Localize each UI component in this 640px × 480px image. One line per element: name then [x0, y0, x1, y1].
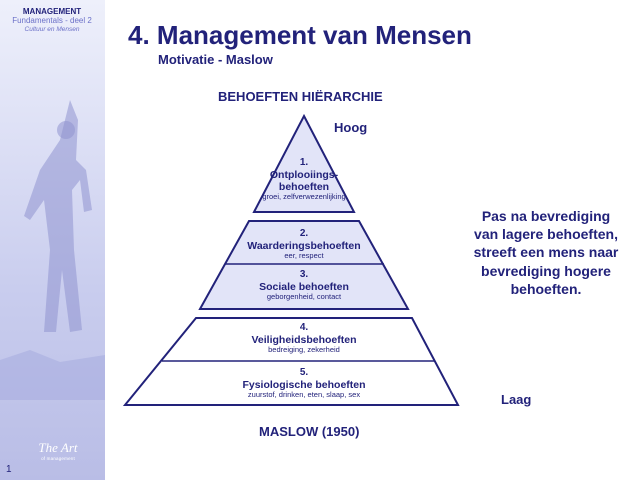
- climber-silhouette-image: [0, 100, 105, 400]
- brand-subtitle: Fundamentals - deel 2: [12, 15, 92, 25]
- brand-block: MANAGEMENT Fundamentals - deel 2 Cultuur…: [3, 7, 101, 33]
- level-5-desc: zuurstof, drinken, eten, slaap, sex: [247, 389, 361, 399]
- page-subtitle: Motivatie - Maslow: [158, 52, 273, 67]
- page-number: 1: [6, 464, 12, 475]
- level-2-desc: eer, respect: [284, 250, 324, 260]
- brand-tagline: Cultuur en Mensen: [24, 25, 80, 33]
- logo: The Art of management: [28, 440, 88, 461]
- side-note-line1: Pas na bevrediging: [481, 208, 611, 224]
- level-2: 2. Waarderingsbehoeften eer, respect: [220, 228, 388, 260]
- sidebar: MANAGEMENT Fundamentals - deel 2 Cultuur…: [0, 0, 105, 480]
- page-title: 4. Management van Mensen: [128, 20, 472, 50]
- level-3-number: 3.: [299, 269, 309, 280]
- level-3-desc: geborgenheid, contact: [266, 291, 342, 301]
- level-4-number: 4.: [299, 322, 309, 333]
- top-label: Hoog: [334, 120, 368, 135]
- bottom-label: Laag: [501, 392, 532, 407]
- side-note-line3: streeft een mens naar: [473, 244, 619, 261]
- side-note-line2: van lagere behoeften,: [474, 226, 618, 243]
- level-5-title: Fysiologische behoeften: [242, 378, 366, 391]
- level-1-desc: groei, zelfverwezenlijking: [262, 191, 346, 201]
- level-1-title-line2: behoeften: [278, 180, 330, 193]
- logo-text: The Art: [38, 440, 78, 455]
- level-5: 5. Fysiologische behoeften zuurstof, dri…: [190, 367, 418, 399]
- pyramid-tier-2-3: [198, 220, 410, 310]
- level-2-title: Waarderingsbehoeften: [247, 239, 361, 252]
- pyramid-tier-1: [252, 113, 356, 213]
- brand-title: MANAGEMENT: [22, 7, 82, 16]
- side-note-line5: behoeften.: [510, 280, 582, 297]
- level-1: 1. Ontplooiings- behoeften groei, zelfve…: [250, 157, 358, 201]
- pyramid-heading: BEHOEFTEN HIËRARCHIE: [218, 89, 383, 104]
- side-note: Pas na bevrediging van lagere behoeften,…: [466, 207, 626, 298]
- level-5-number: 5.: [299, 367, 309, 378]
- level-1-number: 1.: [299, 157, 309, 168]
- side-note-line4: bevrediging hogere: [481, 262, 611, 279]
- level-4: 4. Veiligheidsbehoeften bedreiging, zeke…: [200, 322, 408, 354]
- level-3-title: Sociale behoeften: [259, 280, 349, 293]
- level-3: 3. Sociale behoeften geborgenheid, conta…: [210, 269, 398, 301]
- source-label: MASLOW (1950): [259, 424, 360, 439]
- level-4-title: Veiligheidsbehoeften: [251, 333, 357, 346]
- level-4-desc: bedreiging, zekerheid: [268, 344, 340, 354]
- level-2-number: 2.: [299, 228, 309, 239]
- level-1-title-line1: Ontplooiings-: [269, 168, 339, 181]
- logo-subtext: of management: [41, 456, 75, 461]
